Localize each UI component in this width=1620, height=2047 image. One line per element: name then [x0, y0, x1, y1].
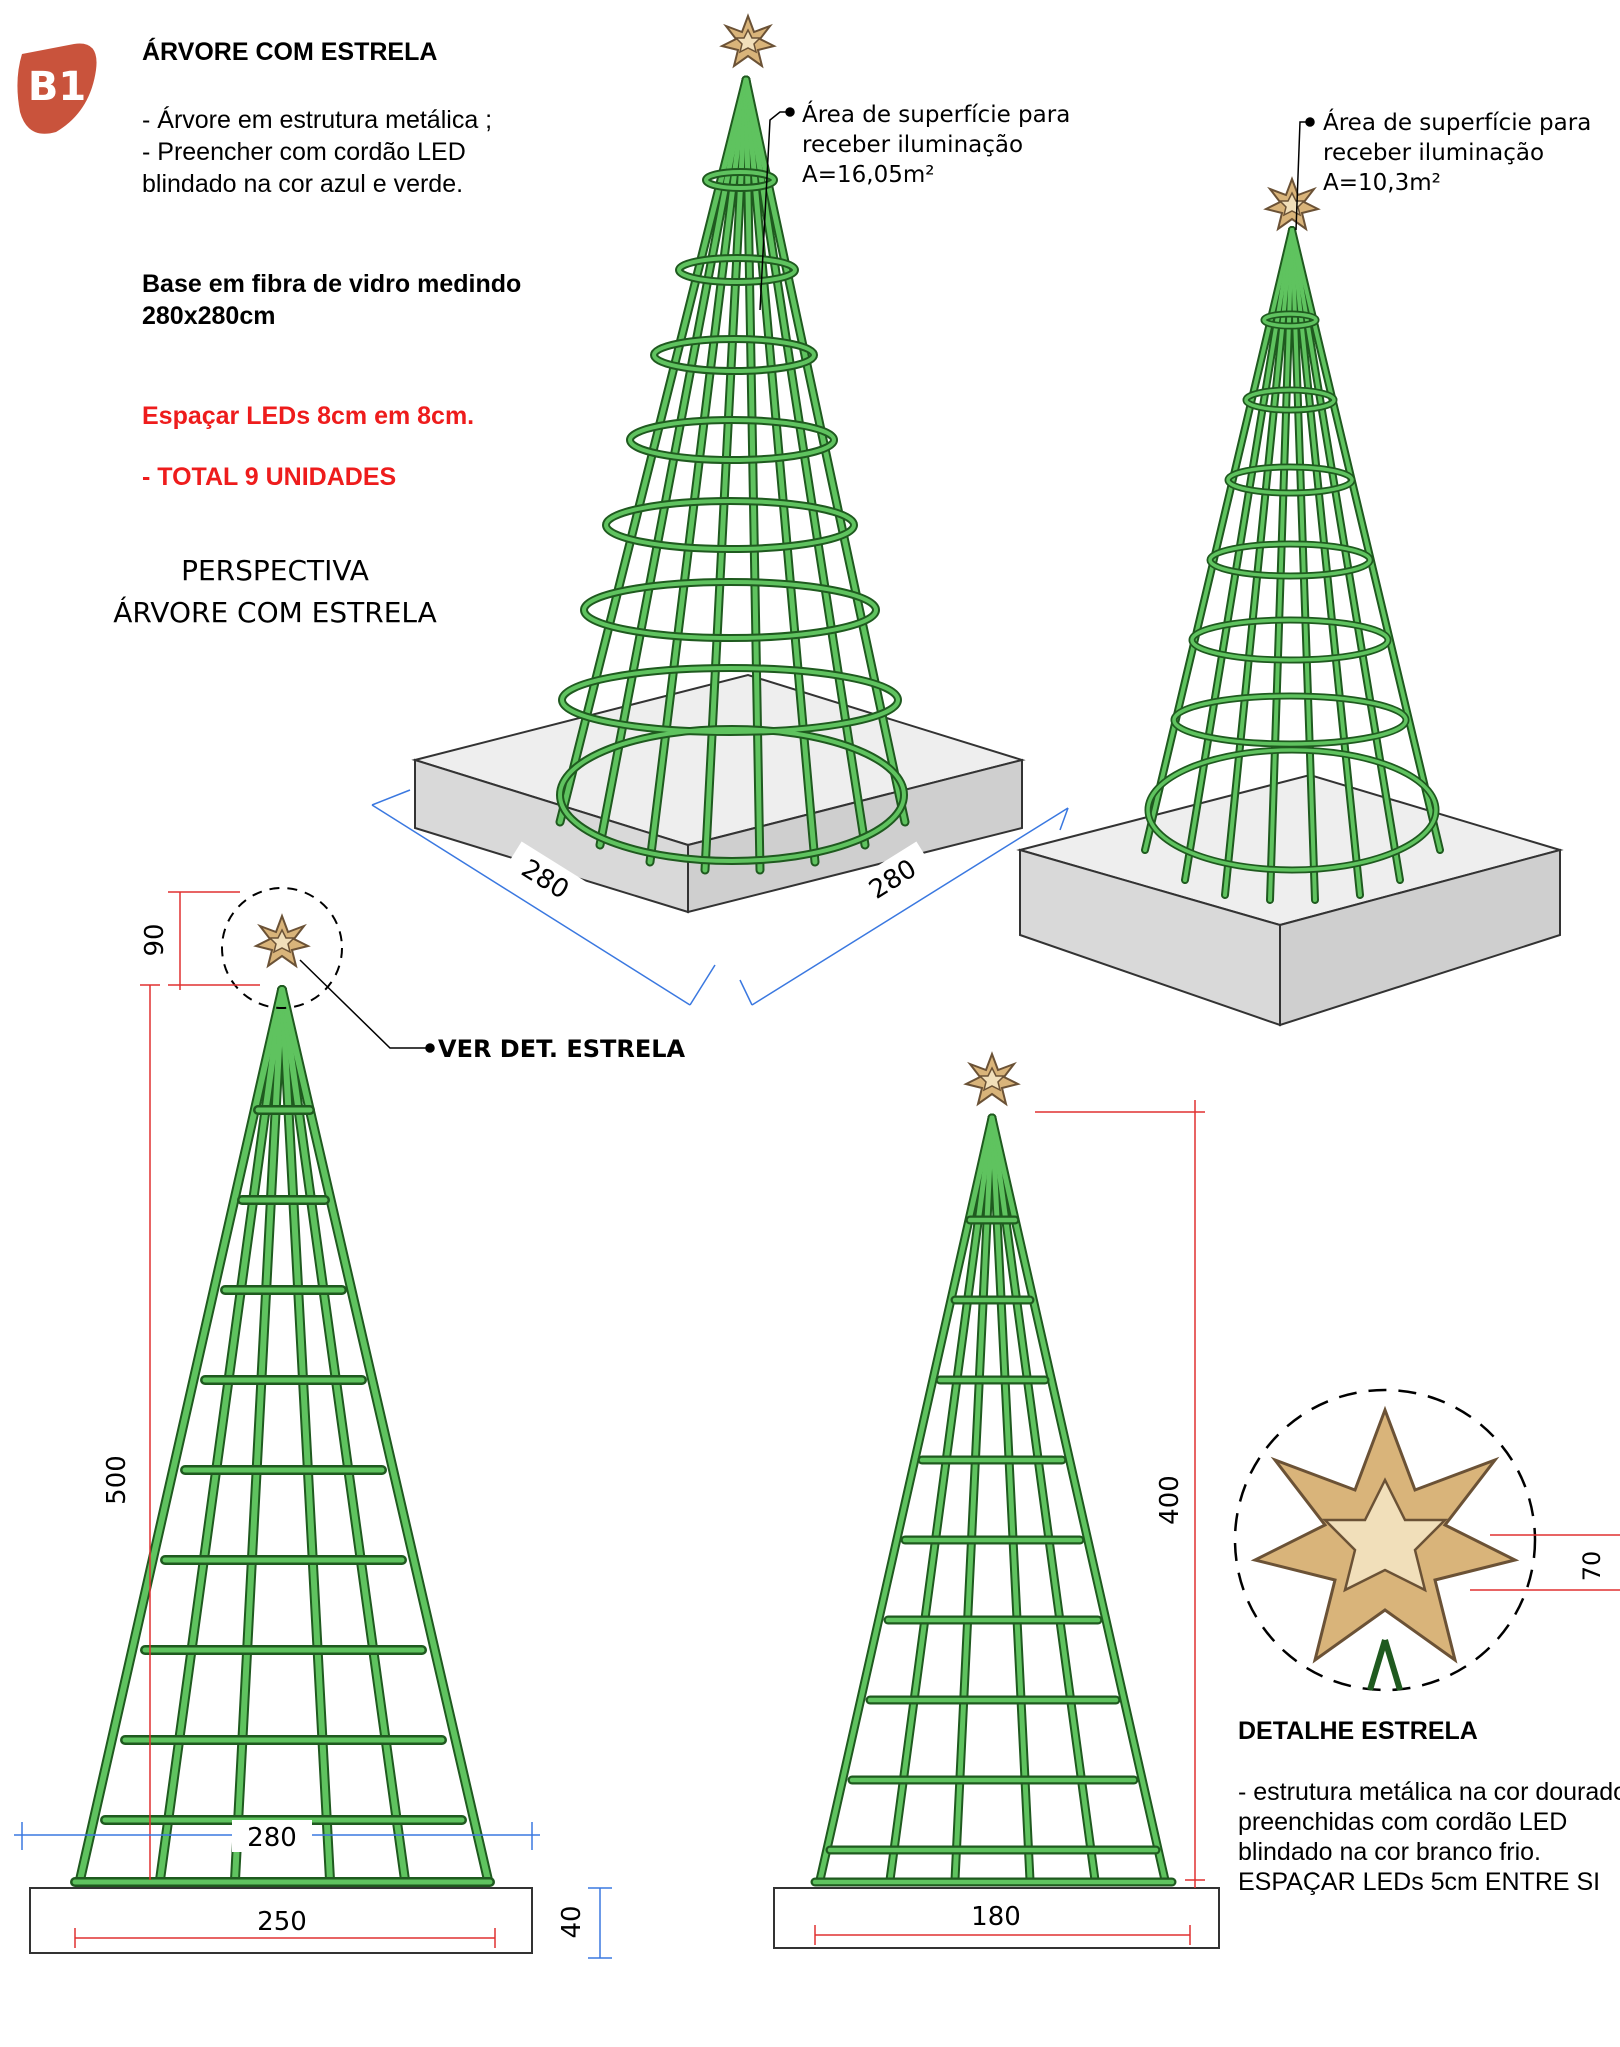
perspective-dims — [371, 789, 1069, 1006]
dim-tree-height-large: 500 — [102, 1455, 132, 1505]
dim-star-height: 90 — [140, 923, 170, 956]
dim-tree-height-small: 400 — [1155, 1475, 1185, 1525]
tree-description: - Árvore em estrutura metálica ; - Preen… — [142, 106, 493, 198]
dim-base-width-small: 180 — [971, 1902, 1021, 1932]
leader-ver-detalhe — [299, 959, 435, 1053]
elevation-star-small — [965, 1053, 1019, 1105]
star-detail-circle — [1233, 1388, 1537, 1692]
base-text: Base em fibra de vidro medindo 280x280cm — [142, 270, 522, 330]
star-detail-graphic — [1250, 1405, 1520, 1664]
surface-area-note-small: Área de superfície para receber iluminaç… — [1323, 110, 1592, 196]
dim-star-detail: 70 — [1578, 1551, 1606, 1582]
leader-note-large — [759, 107, 795, 311]
dim-base-width-large: 250 — [257, 1907, 307, 1937]
leader-note-small — [1295, 117, 1315, 231]
perspective-star-large — [721, 15, 775, 67]
led-spacing-text: Espaçar LEDs 8cm em 8cm. — [142, 402, 475, 430]
section-badge-shape — [17, 43, 97, 134]
elevation-dims-large — [74, 891, 496, 1948]
elevation-star-large — [255, 915, 309, 967]
perspective-title: PERSPECTIVA ÁRVORE COM ESTRELA — [113, 554, 437, 629]
dim-base-height: 40 — [557, 1905, 587, 1938]
elevation-base-large — [29, 1887, 533, 1954]
elevation-tree-small — [773, 1113, 1220, 1949]
star-detail-title: DETALHE ESTRELA — [1238, 1717, 1478, 1745]
see-star-detail-label: VER DET. ESTRELA — [438, 1035, 686, 1063]
elevation-base-small — [773, 1887, 1220, 1949]
elevation-dims-small — [814, 1100, 1205, 1945]
star-detail-dims — [1470, 1534, 1620, 1591]
tree-title: ÁRVORE COM ESTRELA — [142, 38, 438, 66]
dim-tree-width-large: 280 — [247, 1823, 297, 1853]
total-units-text: - TOTAL 9 UNIDADES — [142, 463, 397, 491]
surface-area-note-large: Área de superfície para receber iluminaç… — [802, 102, 1071, 188]
star-detail-description: - estrutura metálica na cor dourado; pre… — [1238, 1778, 1620, 1896]
perspective-base-small — [1016, 773, 1564, 1027]
section-badge: B1 — [27, 64, 87, 110]
star-callout-circle — [221, 887, 343, 1009]
perspective-star-small — [1265, 178, 1319, 230]
perspective-base-large — [411, 673, 1026, 914]
